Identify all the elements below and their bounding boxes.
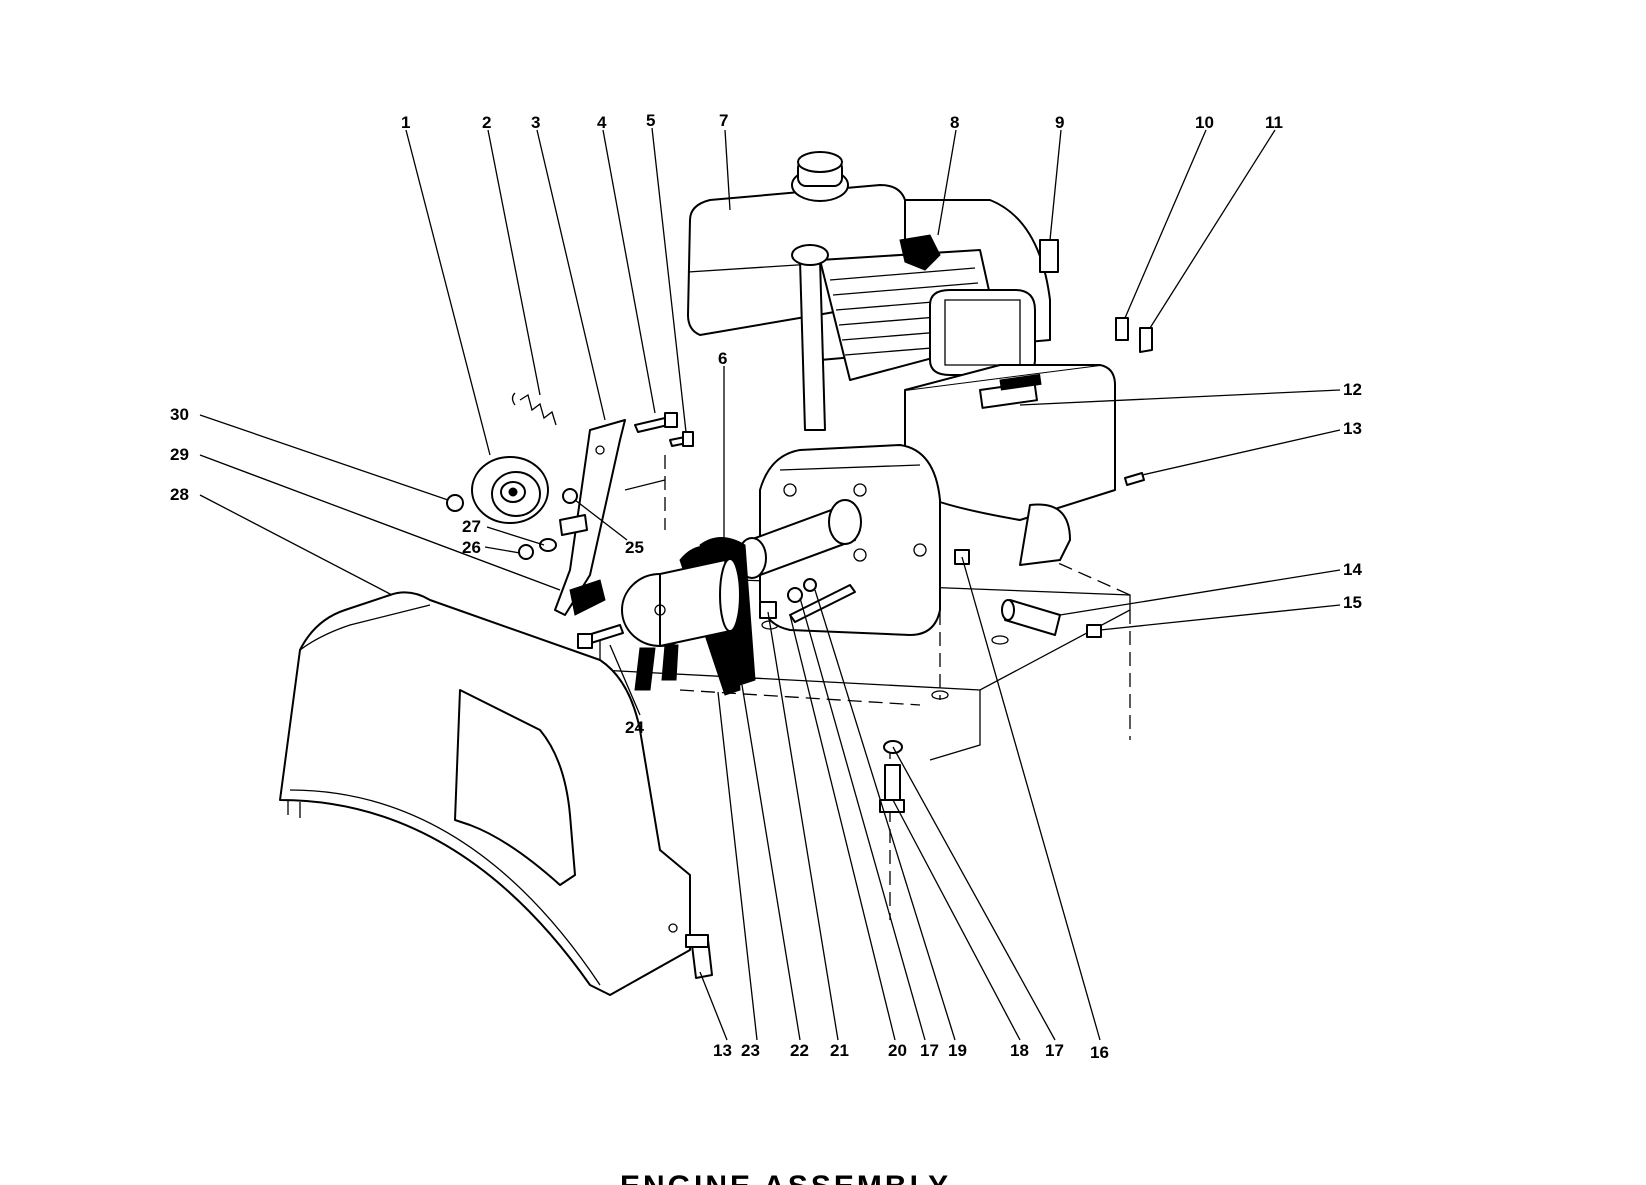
callout-7: 7 <box>719 111 728 130</box>
callout-25: 25 <box>625 538 644 557</box>
callout-26: 26 <box>462 538 481 557</box>
callout-6: 6 <box>718 349 727 368</box>
callout-13-bottom: 13 <box>713 1041 732 1060</box>
belt-cover <box>279 591 691 996</box>
callout-9: 9 <box>1055 113 1064 132</box>
callout-17-right: 17 <box>1045 1041 1064 1060</box>
decal-10 <box>1115 317 1129 341</box>
callout-8: 8 <box>950 113 959 132</box>
callout-30: 30 <box>170 405 189 424</box>
callout-20: 20 <box>888 1041 907 1060</box>
callout-10: 10 <box>1195 113 1214 132</box>
callout-27: 27 <box>462 517 481 536</box>
callout-18: 18 <box>1010 1041 1029 1060</box>
callout-29: 29 <box>170 445 189 464</box>
engine-pulley-and-belts <box>621 537 756 696</box>
callout-5: 5 <box>646 111 655 130</box>
spring <box>511 392 557 426</box>
callout-3: 3 <box>531 113 540 132</box>
callout-12: 12 <box>1343 380 1362 399</box>
callout-22: 22 <box>790 1041 809 1060</box>
air-cleaner <box>929 289 1036 376</box>
idler-bracket <box>554 419 626 616</box>
callout-13-right: 13 <box>1343 419 1362 438</box>
callout-21: 21 <box>830 1041 849 1060</box>
callout-1: 1 <box>401 113 410 132</box>
dipstick-tube <box>799 259 826 431</box>
callouts: 1 2 3 4 5 6 7 8 9 10 11 12 13 13 14 15 1… <box>170 111 1362 1062</box>
callout-11: 11 <box>1265 113 1283 132</box>
callout-17-left: 17 <box>920 1041 939 1060</box>
leader-lines <box>199 127 1341 1041</box>
callout-23: 23 <box>741 1041 760 1060</box>
callout-16: 16 <box>1090 1043 1109 1062</box>
figure-caption: ENGINE ASSEMBLY <box>620 1170 951 1185</box>
decal-11 <box>1139 327 1153 353</box>
idler-pulley <box>471 456 549 524</box>
callout-19: 19 <box>948 1041 967 1060</box>
callout-24: 24 <box>625 718 644 737</box>
callout-2: 2 <box>482 113 491 132</box>
decal-9 <box>1039 239 1059 273</box>
callout-14: 14 <box>1343 560 1362 579</box>
engine <box>687 151 1116 636</box>
callout-15: 15 <box>1343 593 1362 612</box>
callout-28: 28 <box>170 485 189 504</box>
callout-4: 4 <box>597 113 607 132</box>
